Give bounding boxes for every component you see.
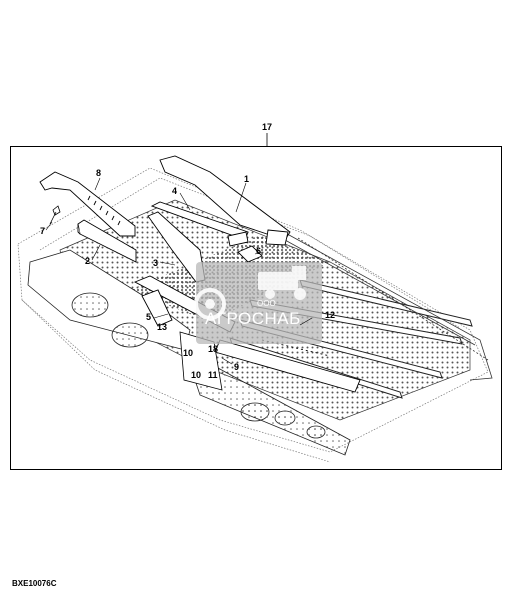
callout-4: 4 bbox=[172, 186, 177, 196]
callout-8: 8 bbox=[96, 168, 101, 178]
figure-code: BXE10076C bbox=[12, 579, 57, 588]
callout-9: 9 bbox=[234, 362, 239, 372]
assembly-frame bbox=[10, 146, 502, 470]
callout-10-lower: 10 bbox=[191, 370, 201, 380]
callout-10-upper: 10 bbox=[183, 348, 193, 358]
gear-icon bbox=[194, 288, 226, 320]
callout-13: 13 bbox=[157, 322, 167, 332]
callout-18: 18 bbox=[208, 344, 218, 354]
watermark-prefix: ООО bbox=[257, 299, 276, 308]
part-6-plate bbox=[237, 245, 263, 263]
callout-11: 11 bbox=[208, 370, 218, 380]
callout-1: 1 bbox=[244, 174, 249, 184]
callout-5: 5 bbox=[146, 312, 151, 322]
part-1-guide bbox=[159, 155, 291, 246]
part-8-rail bbox=[39, 171, 136, 237]
callout-6: 6 bbox=[256, 246, 261, 256]
watermark: ООО АГРОСНАБ bbox=[194, 262, 322, 344]
callout-3: 3 bbox=[153, 258, 158, 268]
part-7-bolt bbox=[49, 205, 61, 225]
right-side-rail bbox=[279, 229, 493, 381]
callout-2: 2 bbox=[85, 256, 90, 266]
callout-7: 7 bbox=[40, 226, 45, 236]
callout-12: 12 bbox=[325, 310, 335, 320]
left-drive-housing bbox=[27, 249, 351, 456]
tractor-icon bbox=[258, 266, 306, 300]
part-4-bracket bbox=[150, 201, 249, 247]
part-2-shield bbox=[77, 219, 137, 263]
watermark-name: АГРОСНАБ bbox=[205, 309, 301, 328]
leader-lines bbox=[45, 177, 313, 365]
callout-17: 17 bbox=[262, 122, 272, 132]
